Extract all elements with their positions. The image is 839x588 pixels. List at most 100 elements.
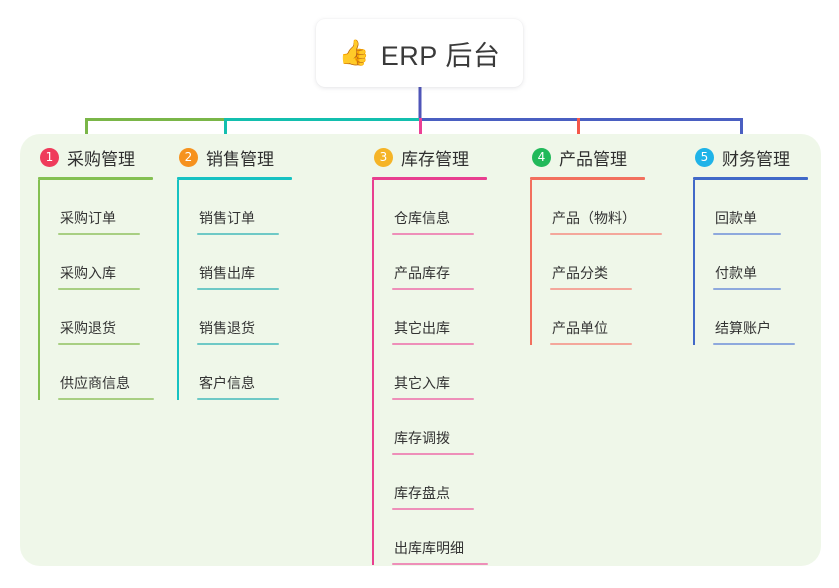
- leaf-label: 供应商信息: [60, 375, 130, 391]
- leaf-label: 销售退货: [199, 320, 255, 336]
- column-spine-line: [372, 180, 374, 565]
- leaf-label: 客户信息: [199, 375, 255, 391]
- leaf-rule: [392, 398, 474, 400]
- leaf-label: 采购订单: [60, 210, 116, 226]
- column-header-rule: [530, 177, 645, 180]
- leaf-label: 其它入库: [394, 375, 450, 391]
- leaf-rule: [392, 563, 488, 565]
- root-node-title: ERP 后台: [380, 40, 501, 71]
- leaf-rule: [197, 343, 279, 345]
- column-header-rule: [38, 177, 153, 180]
- leaf-item[interactable]: 仓库信息: [372, 180, 488, 235]
- leaf-item[interactable]: 采购订单: [38, 180, 154, 235]
- leaf-item[interactable]: 付款单: [693, 235, 808, 290]
- leaf-label: 产品分类: [552, 265, 608, 281]
- leaf-item[interactable]: 出库库明细: [372, 510, 488, 565]
- leaf-rule: [713, 343, 795, 345]
- column-header-3[interactable]: 3 库存管理: [372, 144, 488, 170]
- leaf-item[interactable]: 产品分类: [530, 235, 662, 290]
- leaf-rule: [713, 288, 781, 290]
- leaf-label: 库存调拨: [394, 430, 450, 446]
- leaf-item[interactable]: 客户信息: [177, 345, 292, 400]
- column-title: 库存管理: [401, 149, 469, 169]
- leaf-rule: [392, 453, 474, 455]
- leaf-item[interactable]: 产品库存: [372, 235, 488, 290]
- leaf-label: 采购入库: [60, 265, 116, 281]
- leaf-item[interactable]: 结算账户: [693, 290, 808, 345]
- leaf-rule: [58, 343, 140, 345]
- leaf-item[interactable]: 销售退货: [177, 290, 292, 345]
- leaf-item[interactable]: 销售订单: [177, 180, 292, 235]
- column-header-2[interactable]: 2 销售管理: [177, 144, 292, 170]
- leaf-rule: [392, 343, 474, 345]
- column-badge-icon: 5: [695, 147, 714, 167]
- leaf-item[interactable]: 其它出库: [372, 290, 488, 345]
- leaf-item[interactable]: 采购入库: [38, 235, 154, 290]
- column-销售管理: 2 销售管理销售订单销售出库销售退货客户信息: [177, 144, 292, 400]
- leaf-rule: [392, 508, 474, 510]
- leaf-label: 销售出库: [199, 265, 255, 281]
- leaf-rule: [58, 233, 140, 235]
- leaf-label: 销售订单: [199, 210, 255, 226]
- column-spine-line: [177, 180, 179, 400]
- leaf-label: 付款单: [715, 265, 757, 281]
- leaf-item[interactable]: 产品（物料）: [530, 180, 662, 235]
- leaf-item[interactable]: 其它入库: [372, 345, 488, 400]
- leaf-label: 产品（物料）: [552, 210, 636, 226]
- column-财务管理: 5 财务管理回款单付款单结算账户: [693, 144, 808, 345]
- leaf-item[interactable]: 库存盘点: [372, 455, 488, 510]
- leaf-label: 产品库存: [394, 265, 450, 281]
- column-title: 财务管理: [722, 149, 790, 169]
- leaf-rule: [197, 398, 279, 400]
- column-header-rule: [372, 177, 487, 180]
- leaf-rule: [713, 233, 781, 235]
- leaf-label: 仓库信息: [394, 210, 450, 226]
- column-header-4[interactable]: 4 产品管理: [530, 144, 662, 170]
- leaf-label: 其它出库: [394, 320, 450, 336]
- leaf-label: 出库库明细: [394, 540, 464, 556]
- column-spine-line: [530, 180, 532, 345]
- leaf-rule: [58, 288, 140, 290]
- leaf-label: 产品单位: [552, 320, 608, 336]
- thumbs-up-icon: 👍: [338, 38, 370, 67]
- leaf-rule: [58, 398, 154, 400]
- column-header-rule: [693, 177, 808, 180]
- column-badge-icon: 3: [374, 147, 393, 167]
- column-title: 销售管理: [206, 149, 274, 169]
- leaf-list: 仓库信息产品库存其它出库其它入库库存调拨库存盘点出库库明细: [372, 180, 488, 565]
- column-header-rule: [177, 177, 292, 180]
- leaf-item[interactable]: 回款单: [693, 180, 808, 235]
- leaf-rule: [550, 233, 662, 235]
- leaf-item[interactable]: 采购退货: [38, 290, 154, 345]
- column-title: 产品管理: [559, 149, 627, 169]
- leaf-rule: [197, 288, 279, 290]
- column-badge-icon: 2: [179, 147, 198, 167]
- leaf-rule: [392, 233, 474, 235]
- column-产品管理: 4 产品管理产品（物料） 产品分类产品单位: [530, 144, 662, 345]
- leaf-item[interactable]: 销售出库: [177, 235, 292, 290]
- leaf-item[interactable]: 供应商信息: [38, 345, 154, 400]
- leaf-label: 采购退货: [60, 320, 116, 336]
- column-spine-line: [693, 180, 695, 345]
- column-header-5[interactable]: 5 财务管理: [693, 144, 808, 170]
- leaf-rule: [550, 288, 632, 290]
- leaf-rule: [550, 343, 632, 345]
- diagram-panel: [20, 134, 821, 566]
- leaf-label: 回款单: [715, 210, 757, 226]
- column-库存管理: 3 库存管理仓库信息产品库存其它出库其它入库库存调拨库存盘点出库库明细: [372, 144, 488, 565]
- leaf-rule: [392, 288, 474, 290]
- leaf-label: 库存盘点: [394, 485, 450, 501]
- root-node[interactable]: 👍 ERP 后台: [316, 19, 523, 87]
- leaf-rule: [197, 233, 279, 235]
- column-badge-icon: 4: [532, 147, 551, 167]
- column-badge-icon: 1: [40, 147, 59, 167]
- root-node-content: 👍 ERP 后台: [339, 34, 501, 73]
- leaf-item[interactable]: 产品单位: [530, 290, 662, 345]
- leaf-list: 产品（物料） 产品分类产品单位: [530, 180, 662, 345]
- leaf-list: 采购订单采购入库采购退货供应商信息: [38, 180, 154, 400]
- leaf-label: 结算账户: [715, 320, 771, 336]
- leaf-item[interactable]: 库存调拨: [372, 400, 488, 455]
